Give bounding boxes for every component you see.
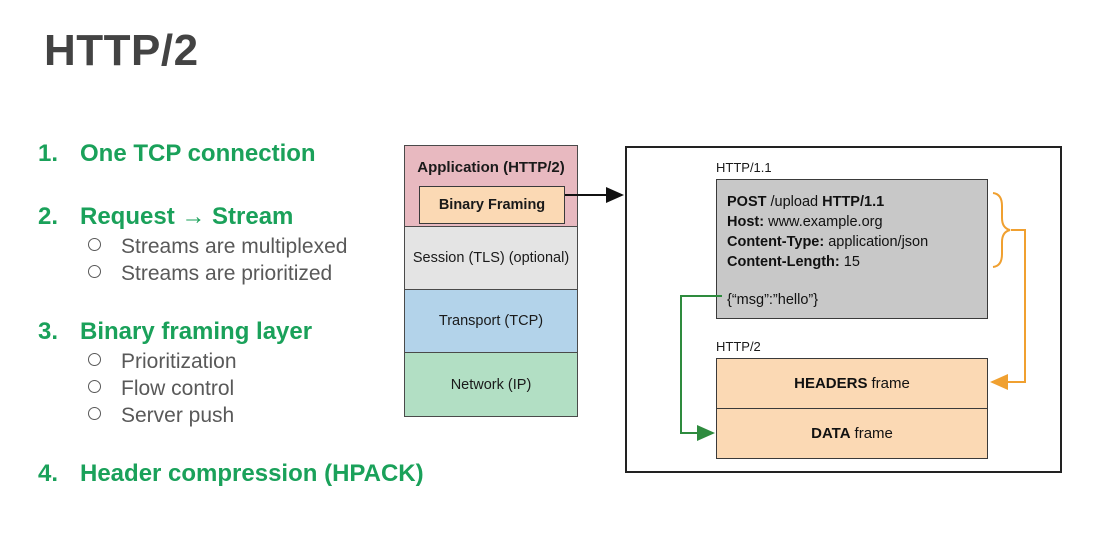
transport-layer-label: Transport (TCP) <box>438 313 544 329</box>
binary-framing-layer: Binary Framing <box>419 186 565 224</box>
header-key: Host: <box>727 214 765 230</box>
headers-frame-bold: HEADERS <box>794 375 868 392</box>
point-3: 3. Binary framing layer <box>38 318 312 346</box>
point-number: 3. <box>38 318 59 345</box>
header-value: application/json <box>824 234 929 250</box>
point-text: Header compression (HPACK) <box>80 460 424 487</box>
network-layer: Network (IP) <box>405 352 577 416</box>
sub-point-text: Prioritization <box>121 350 237 373</box>
transport-layer: Transport (TCP) <box>405 289 577 352</box>
request-path: /upload <box>766 194 823 210</box>
point-number: 2. <box>38 203 59 230</box>
point-number: 1. <box>38 140 59 167</box>
sub-point-text: Streams are multiplexed <box>121 235 348 258</box>
data-frame-text: frame <box>854 425 893 442</box>
point-2: 2. Request → Stream <box>38 203 293 231</box>
sub-point: Server push <box>88 404 234 428</box>
point-number: 4. <box>38 460 59 487</box>
sub-point: Streams are prioritized <box>88 262 332 286</box>
application-layer: Application (HTTP/2) Binary Framing <box>405 146 577 226</box>
header-key: Content-Type: <box>727 234 825 250</box>
sub-point-text: Streams are prioritized <box>121 262 333 285</box>
request-version: HTTP/1.1 <box>822 194 885 210</box>
circle-bullet-icon <box>88 380 101 393</box>
header-key: Content-Length: <box>727 254 840 270</box>
data-frame-bold: DATA <box>811 425 851 442</box>
sub-point: Flow control <box>88 377 234 401</box>
protocol-stack: Application (HTTP/2) Binary Framing Sess… <box>404 145 578 417</box>
sub-point-text: Flow control <box>121 377 235 400</box>
headers-frame-text: frame <box>871 375 910 392</box>
framing-comparison-panel: HTTP/1.1 POST /upload HTTP/1.1 Host: www… <box>625 146 1062 473</box>
request-body: {“msg”:”hello”} <box>727 292 819 308</box>
request-method: POST <box>727 194 767 210</box>
header-value: www.example.org <box>764 214 883 230</box>
point-text: One TCP connection <box>80 140 316 167</box>
http11-label: HTTP/1.1 <box>716 160 772 175</box>
network-layer-label: Network (IP) <box>450 376 532 393</box>
point-1: 1. One TCP connection <box>38 140 316 168</box>
sub-point-text: Server push <box>121 404 235 427</box>
point-4: 4. Header compression (HPACK) <box>38 460 424 488</box>
host-header: Host: www.example.org <box>727 212 977 232</box>
application-layer-label: Application (HTTP/2) <box>417 159 565 176</box>
header-value: 15 <box>839 254 860 270</box>
binary-framing-label: Binary Framing <box>438 197 546 213</box>
circle-bullet-icon <box>88 353 101 366</box>
slide-title: HTTP/2 <box>44 26 199 75</box>
content-length-header: Content-Length: 15 <box>727 252 977 272</box>
circle-bullet-icon <box>88 265 101 278</box>
circle-bullet-icon <box>88 407 101 420</box>
sub-point: Prioritization <box>88 350 237 374</box>
http2-label: HTTP/2 <box>716 339 761 354</box>
request-line: POST /upload HTTP/1.1 <box>727 192 977 212</box>
point-text: Binary framing layer <box>80 318 313 345</box>
circle-bullet-icon <box>88 238 101 251</box>
session-layer-label: Session (TLS) (optional) <box>412 250 570 266</box>
content-type-header: Content-Type: application/json <box>727 232 977 252</box>
point-text: Request → Stream <box>80 203 294 230</box>
sub-point: Streams are multiplexed <box>88 235 347 259</box>
http11-request-box: POST /upload HTTP/1.1 Host: www.example.… <box>716 179 988 319</box>
session-layer: Session (TLS) (optional) <box>405 226 577 289</box>
